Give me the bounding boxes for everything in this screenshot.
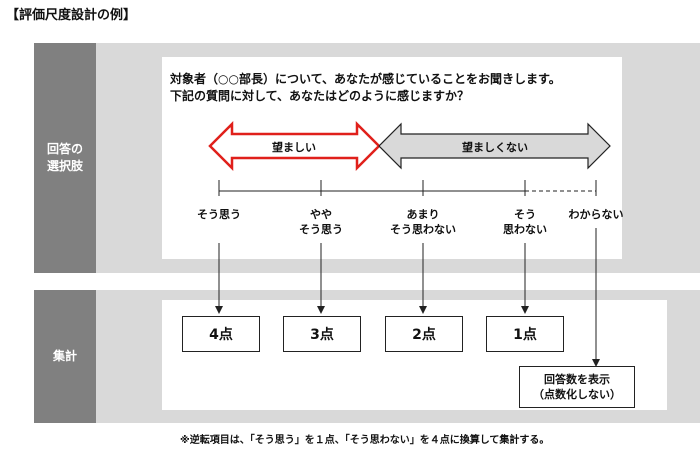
- question-line-2: 下記の質問に対して、あなたはどのように感じますか？: [170, 89, 470, 103]
- choice-dont-know: わからない: [561, 207, 631, 222]
- choice-disagree: そう 思わない: [480, 207, 570, 237]
- response-count-line-2: （点数化しない）: [533, 388, 621, 401]
- undesirable-label: 望ましくない: [462, 141, 528, 154]
- score-box-4: 4点: [182, 316, 260, 352]
- desirable-label: 望ましい: [272, 141, 316, 154]
- score-box-1: 1点: [486, 316, 564, 352]
- response-count-box: 回答数を表示 （点数化しない）: [519, 366, 635, 408]
- choice-line: 思わない: [503, 223, 547, 236]
- page-title: 【評価尺度設計の例】: [6, 8, 137, 23]
- choice-line: やや: [310, 208, 332, 221]
- answer-options-label-line1: 回答の: [46, 142, 83, 156]
- score-box-2: 2点: [385, 316, 463, 352]
- answer-options-label: 回答の 選択肢: [34, 43, 96, 273]
- choice-line: そう思う: [197, 208, 241, 221]
- question-line-1: 対象者（○○部長）について、あなたが感じていることをお聞きします。: [170, 72, 561, 86]
- response-count-line-1: 回答数を表示: [544, 373, 610, 386]
- choice-line: わからない: [568, 208, 624, 221]
- question-text: 対象者（○○部長）について、あなたが感じていることをお聞きします。 下記の質問に…: [170, 71, 561, 105]
- choice-line: そう思う: [299, 223, 343, 236]
- choice-agree: そう思う: [174, 207, 264, 222]
- tally-label: 集計: [34, 290, 96, 423]
- choice-line: あまり: [406, 208, 440, 221]
- choice-line: そう思わない: [390, 223, 456, 236]
- footnote: ※逆転項目は、「そう思う」を１点、「そう思わない」を４点に換算して集計する。: [180, 435, 550, 446]
- undesirable-arrow: [378, 122, 611, 170]
- answer-options-label-line2: 選択肢: [46, 159, 83, 173]
- score-box-3: 3点: [283, 316, 361, 352]
- choice-somewhat-disagree: あまり そう思わない: [378, 207, 468, 237]
- choice-line: そう: [514, 208, 536, 221]
- choice-somewhat-agree: やや そう思う: [276, 207, 366, 237]
